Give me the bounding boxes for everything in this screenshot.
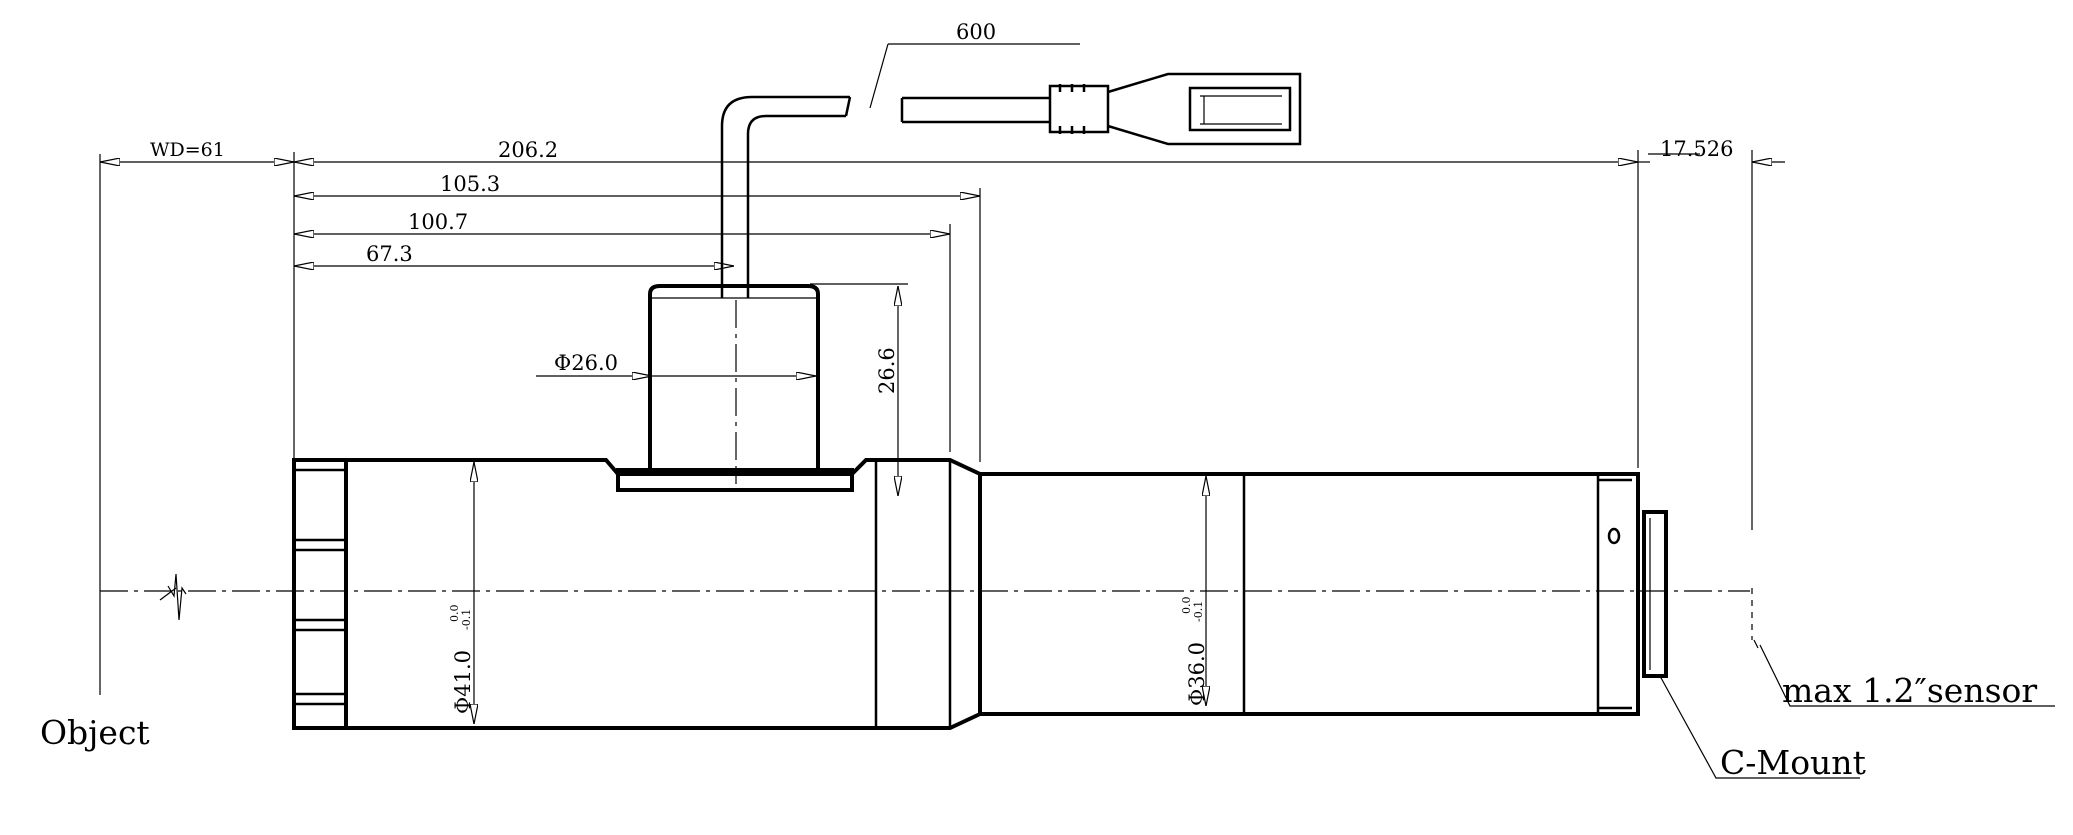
rear-tolerance-upper: 0.0 bbox=[1180, 597, 1193, 615]
lens-body bbox=[292, 458, 1668, 730]
offset-67-label: 67.3 bbox=[366, 242, 413, 266]
front-tolerance-upper: 0.0 bbox=[448, 605, 461, 623]
top-housing bbox=[616, 284, 854, 492]
object-label: Object bbox=[40, 713, 150, 752]
connector bbox=[1048, 72, 1302, 146]
cable bbox=[720, 95, 1050, 298]
rear-tolerance-lower: -0.1 bbox=[1192, 601, 1205, 622]
front-diameter-label: Φ41.0 bbox=[451, 650, 475, 714]
extension-lines bbox=[99, 150, 1753, 695]
housing-diameter-label: Φ26.0 bbox=[554, 351, 618, 375]
total-length-label: 206.2 bbox=[498, 138, 558, 162]
optical-axis bbox=[100, 573, 1750, 621]
sensor-label: max 1.2″sensor bbox=[1782, 671, 2037, 710]
housing-height-label: 26.6 bbox=[875, 347, 899, 394]
front-tolerance-lower: -0.1 bbox=[460, 609, 473, 630]
dimension-lines bbox=[100, 43, 1785, 724]
leaders bbox=[1659, 639, 2055, 779]
offset-105-label: 105.3 bbox=[440, 172, 500, 196]
offset-100-label: 100.7 bbox=[408, 210, 468, 234]
c-mount-label: C-Mount bbox=[1720, 743, 1866, 782]
working-distance-label: WD=61 bbox=[150, 139, 225, 161]
rear-diameter-label: Φ36.0 bbox=[1185, 642, 1209, 706]
flange-distance-label: 17.526 bbox=[1660, 137, 1733, 161]
cable-length-label: 600 bbox=[956, 20, 996, 44]
